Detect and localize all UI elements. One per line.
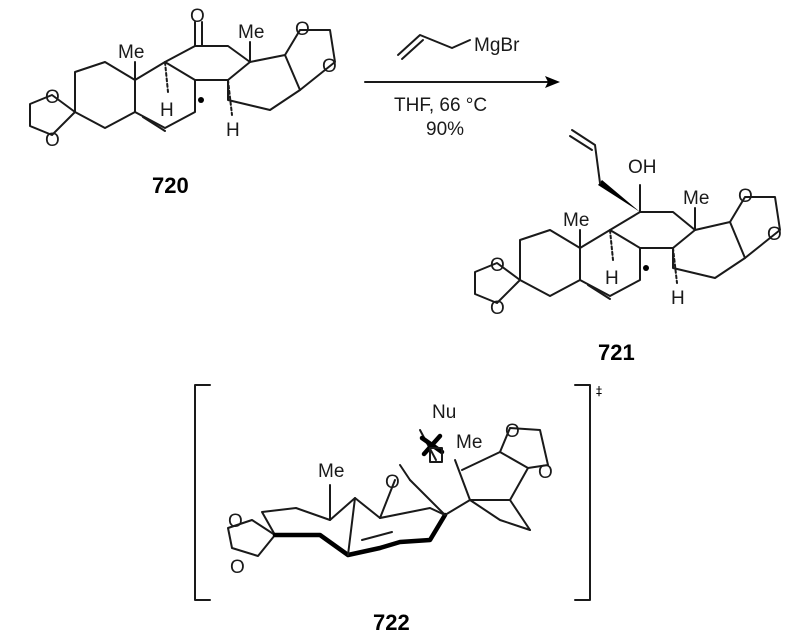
h-label-721-b: H: [671, 288, 685, 309]
conditions-label: THF, 66 °C: [394, 95, 487, 116]
methyl-label-721-a: Me: [563, 210, 589, 231]
methyl-label-722-a: Me: [318, 461, 344, 482]
methyl-label-720-a: Me: [118, 42, 144, 63]
h-label-720-b: H: [226, 120, 240, 141]
oxygen-721-d: O: [767, 224, 782, 245]
ketone-oxygen-720: O: [190, 6, 205, 27]
compound-id-720: 720: [152, 173, 189, 198]
oxygen-721-a: O: [490, 255, 505, 276]
methyl-label-721-b: Me: [683, 188, 709, 209]
methyl-label-722-b: Me: [456, 432, 482, 453]
reagent-label: MgBr: [474, 35, 520, 56]
compound-722-structure: [227, 427, 549, 558]
ketone-oxygen-722: O: [385, 472, 400, 493]
oxygen-722-b: O: [230, 557, 245, 578]
hydroxyl-label-721: OH: [628, 157, 657, 178]
oxygen-720-d: O: [322, 56, 337, 77]
oxygen-722-d: O: [538, 462, 553, 483]
compound-721-structure: [474, 129, 781, 304]
h-label-721-a: H: [605, 268, 619, 289]
yield-label: 90%: [426, 119, 464, 140]
oxygen-720-c: O: [295, 19, 310, 40]
oxygen-722-a: O: [228, 511, 243, 532]
transition-state-dagger: ‡: [596, 384, 602, 398]
compound-id-721: 721: [598, 340, 635, 365]
oxygen-720-b: O: [45, 130, 60, 151]
compound-720-structure: [29, 21, 336, 136]
h-label-720-a: H: [160, 100, 174, 121]
transition-state-brackets: [194, 384, 591, 601]
methyl-label-720-b: Me: [238, 22, 264, 43]
oxygen-721-c: O: [738, 186, 753, 207]
compound-id-722: 722: [373, 610, 410, 635]
oxygen-721-b: O: [490, 298, 505, 319]
oxygen-722-c: O: [505, 421, 520, 442]
reaction-arrow: [364, 34, 560, 88]
oxygen-720-a: O: [45, 87, 60, 108]
nucleophile-label-722: Nu: [432, 402, 456, 423]
